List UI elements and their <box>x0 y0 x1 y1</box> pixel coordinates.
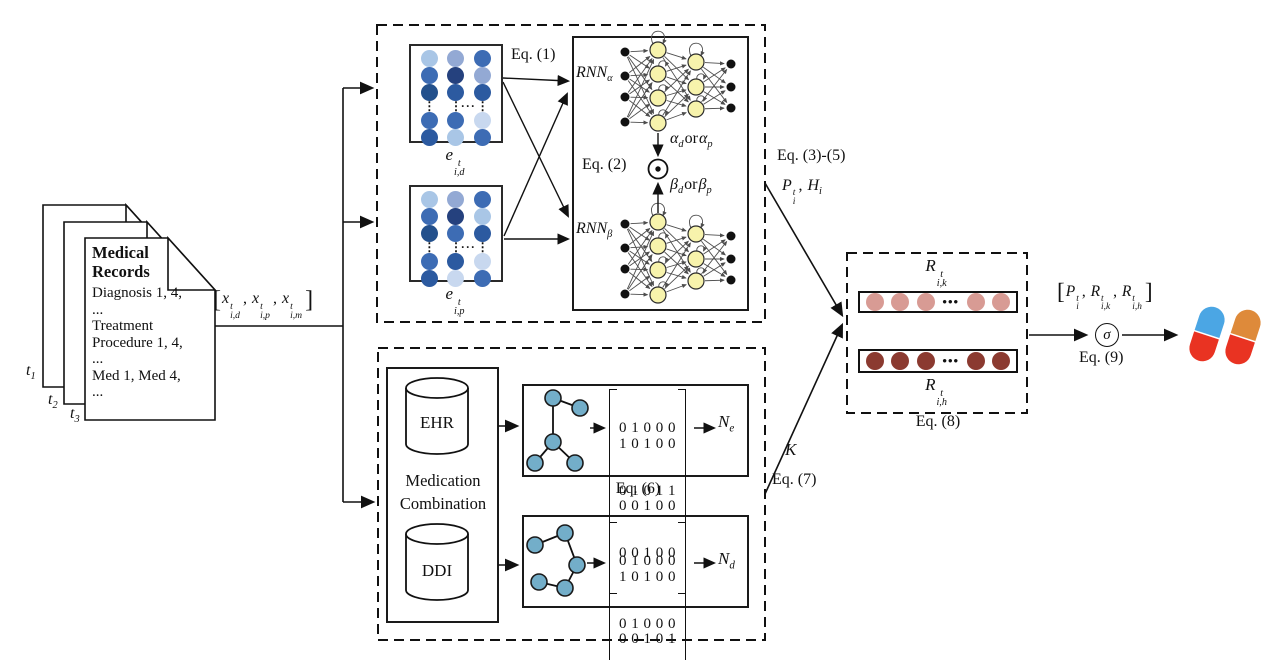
ddi-graph-box <box>522 515 749 608</box>
eq9-label: Eq. (9) <box>1079 349 1124 366</box>
rnn-box <box>572 36 749 311</box>
embedding-to-rnn-arrows <box>502 74 571 245</box>
medical-records-stack <box>42 202 217 421</box>
ehr-db-label: EHR <box>420 413 454 432</box>
nd-label: Nd <box>718 549 735 572</box>
eq7-label: Eq. (7) <box>772 471 817 488</box>
ddi-graph <box>526 524 586 597</box>
ehr-graph-box <box>522 384 749 477</box>
ehr-database-icon <box>405 377 469 455</box>
eq35-label: Eq. (3)-(5) <box>777 147 846 164</box>
eq8-label: Eq. (8) <box>915 413 961 430</box>
time-label-t2: t2 <box>48 391 58 412</box>
graph-to-memory-arrow <box>764 322 843 495</box>
representation-module-box <box>376 24 766 323</box>
eq6-label: Eq. (6) <box>615 480 661 497</box>
sigmoid-icon: σ <box>1095 323 1119 347</box>
input-connectors <box>215 81 376 509</box>
ehr-graph <box>526 389 589 472</box>
eq2-label: Eq. (2) <box>582 156 627 173</box>
ddi-adjacency-matrix: 0 1 0 0 01 0 1 0 0 0 1 0 0 00 0 1 0 1 0 … <box>608 522 687 660</box>
elementwise-product <box>647 133 669 213</box>
ddi-database-icon <box>405 523 469 601</box>
pill-icon <box>1189 306 1261 365</box>
ddi-db-label: DDI <box>421 561 453 580</box>
rnn-networks <box>620 30 736 304</box>
time-label-t1: t1 <box>26 362 36 383</box>
dot-product-icon <box>655 166 661 172</box>
procedure-embedding-matrix: ⋮⋮⋮··· <box>409 185 503 287</box>
diagnosis-embedding-matrix: ⋮⋮⋮··· <box>409 44 503 146</box>
alpha-weights-label: αdorαp <box>670 130 713 151</box>
medication-combination-box <box>386 367 499 623</box>
rnn-beta-label: RNNβ <box>576 220 613 241</box>
ne-label: Ne <box>718 412 735 435</box>
rnn-alpha-label: RNNα <box>576 64 613 85</box>
time-label-t3: t3 <box>70 405 80 426</box>
key-memory-row: ••• <box>858 291 1018 313</box>
eq1-label: Eq. (1) <box>511 46 556 63</box>
rnn-to-memory-arrow <box>764 182 844 318</box>
graph-module-box <box>377 347 766 641</box>
beta-weights-label: βdorβp <box>670 176 712 197</box>
k-label: K <box>785 440 797 459</box>
memory-facts-box <box>846 252 1028 414</box>
value-memory-row: ••• <box>858 349 1018 373</box>
